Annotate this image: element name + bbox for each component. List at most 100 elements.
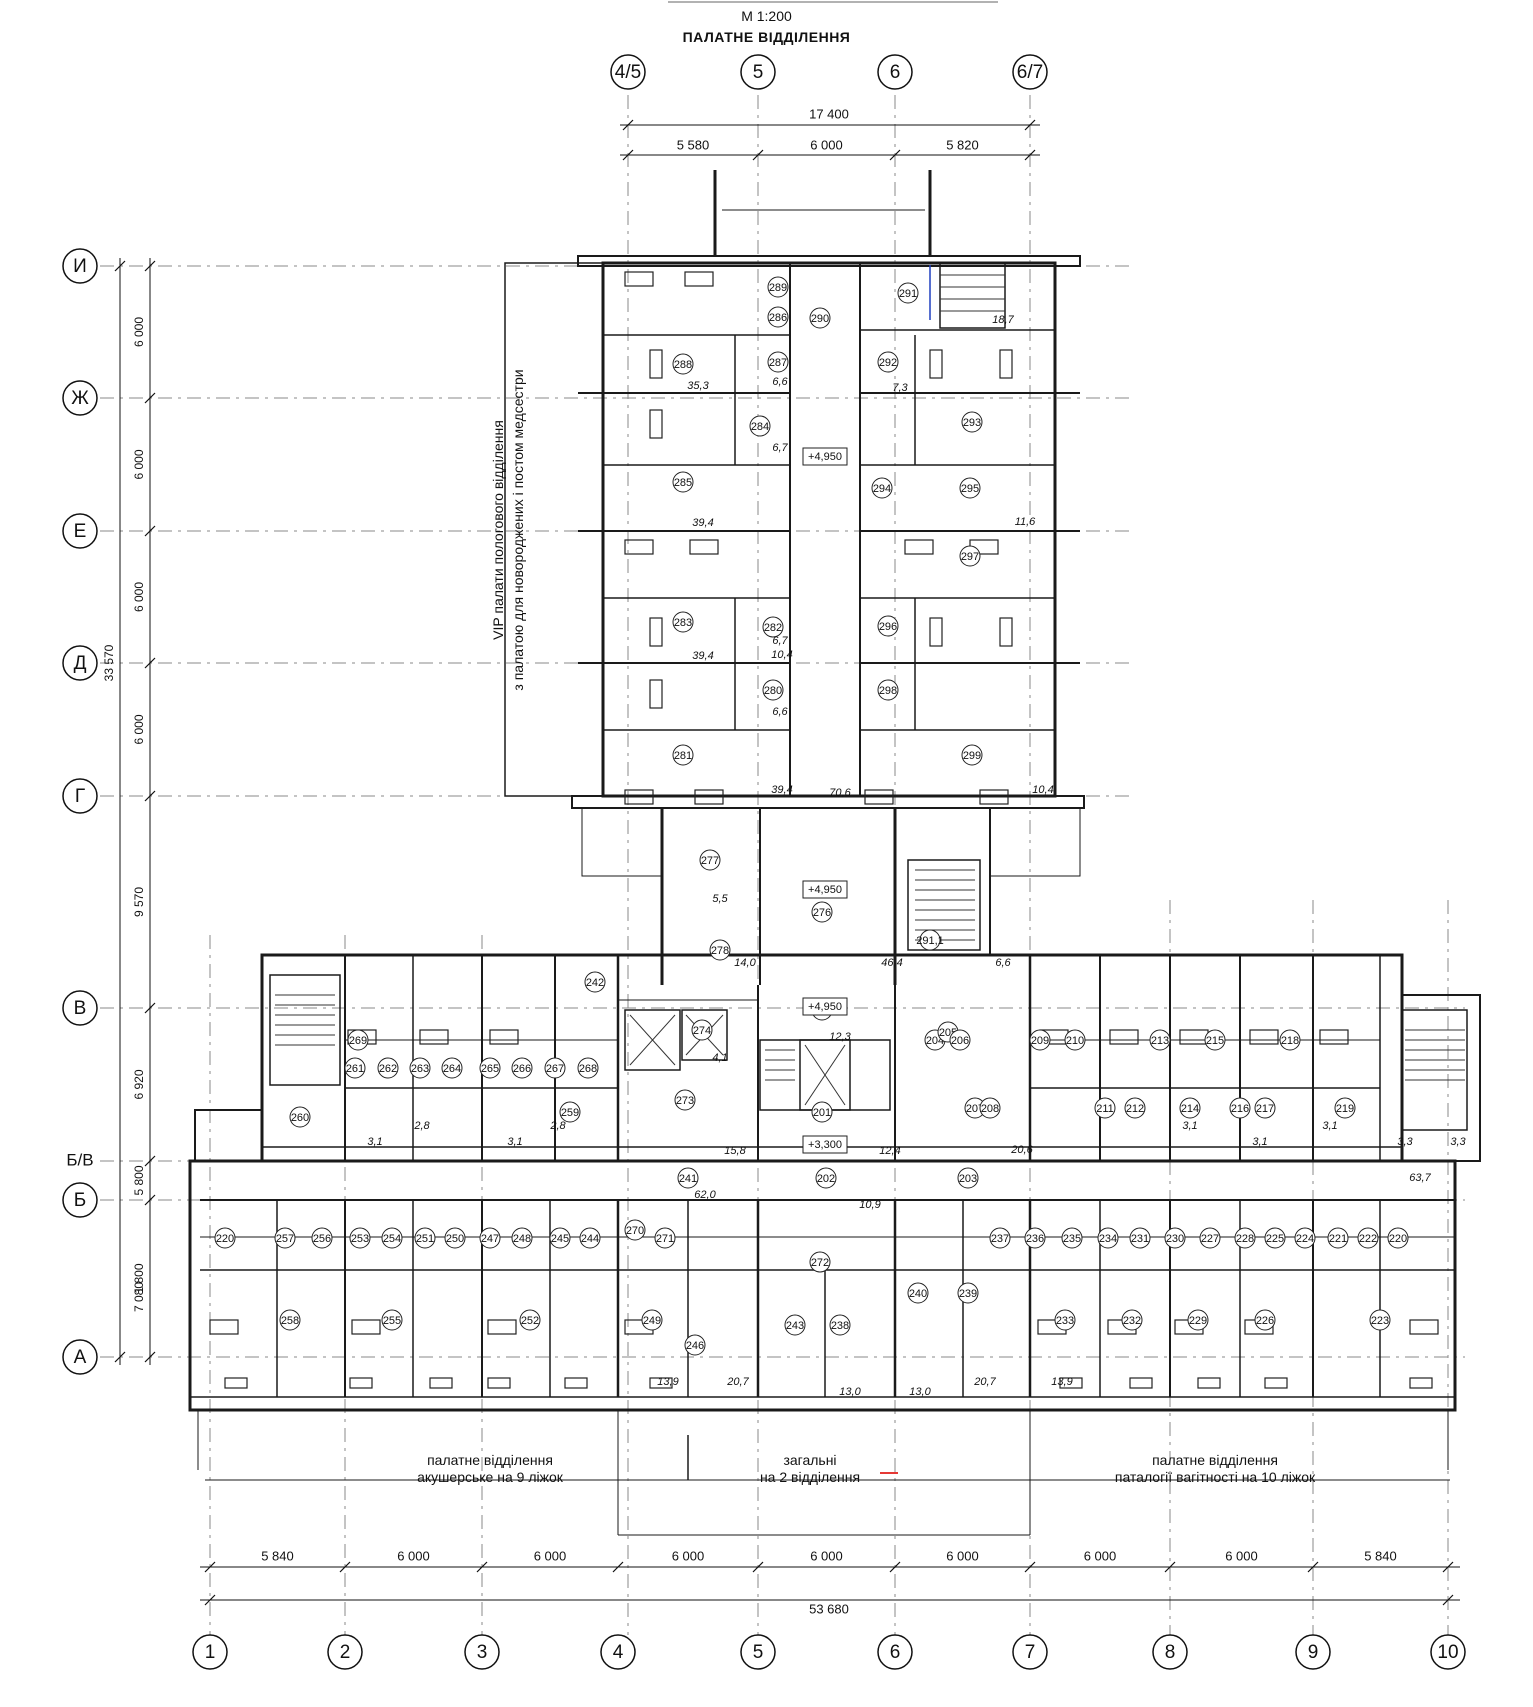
dim-part-bottom: 6 000 xyxy=(810,1548,843,1563)
room-number: 214 xyxy=(1179,1097,1201,1119)
dim-part-bottom: 6 000 xyxy=(1084,1548,1117,1563)
room-number-circle xyxy=(767,306,789,328)
room-number-circle xyxy=(784,1314,806,1336)
room-number-circle xyxy=(762,679,784,701)
axis-bubble-6-circle xyxy=(877,1634,913,1670)
dim-part-left: 6 000 xyxy=(132,714,146,744)
room-area: 39,4 xyxy=(692,517,713,529)
room-number-label: 277 xyxy=(701,855,719,867)
room-number: 240 xyxy=(907,1282,929,1304)
room-number-label: 257 xyxy=(276,1233,294,1245)
room-number: 220 xyxy=(1387,1227,1409,1249)
axis-bubble-7-label: 7 xyxy=(1025,1642,1036,1663)
bed-icon xyxy=(349,1377,373,1389)
room-number: 243 xyxy=(784,1314,806,1336)
bed-icon xyxy=(999,349,1013,379)
room-number-label: 227 xyxy=(1201,1233,1219,1245)
room-number: 278 xyxy=(709,939,731,961)
axis-bubble-Б: Б xyxy=(62,1182,98,1218)
dimension-tick xyxy=(114,260,126,272)
room-number: 213 xyxy=(1149,1029,1171,1051)
room-number-label: 221 xyxy=(1329,1233,1347,1245)
axis-bubble-label: Б/В xyxy=(66,1150,93,1169)
room-number: 298 xyxy=(877,679,899,701)
dimension-tick xyxy=(144,525,156,537)
room-number-circle xyxy=(1334,1097,1356,1119)
room-number-label: 228 xyxy=(1236,1233,1254,1245)
building-walls xyxy=(188,170,1481,1536)
room-number: 237 xyxy=(989,1227,1011,1249)
room-number-label: 215 xyxy=(1206,1035,1224,1047)
level-box xyxy=(802,997,848,1016)
axis-bubble-4-5-circle xyxy=(610,54,646,90)
room-number: 274 xyxy=(691,1019,713,1041)
room-number-circle xyxy=(959,545,981,567)
room-area: 63,7 xyxy=(1409,1172,1431,1184)
room-number-circle xyxy=(691,1019,713,1041)
bed-icon xyxy=(209,1319,239,1335)
caption-pathology-line2: паталогії вагітності на 10 ліжок xyxy=(1114,1469,1316,1485)
room-number-circle xyxy=(672,611,694,633)
room-number: 256 xyxy=(311,1227,333,1249)
room-number: 236 xyxy=(1024,1227,1046,1249)
level-mark: +4,950 xyxy=(802,997,848,1016)
room-number-label: 245 xyxy=(551,1233,569,1245)
bed-icon xyxy=(904,539,934,555)
room-number: 295 xyxy=(959,477,981,499)
dimension-tick xyxy=(1307,1561,1319,1573)
bed-icon xyxy=(1197,1377,1221,1389)
axis-bubble-2: 2 xyxy=(327,1634,363,1670)
room-number: 239 xyxy=(957,1282,979,1304)
axis-bubble-4-5-label: 4/5 xyxy=(615,62,641,83)
axis-bubble-В-label: В xyxy=(74,998,87,1019)
room-number-circle xyxy=(289,1106,311,1128)
lift-shafts xyxy=(629,1014,846,1106)
room-number: 216 xyxy=(1229,1097,1251,1119)
room-number-label: 250 xyxy=(446,1233,464,1245)
room-number: 218 xyxy=(1279,1029,1301,1051)
room-number-label: 240 xyxy=(909,1288,927,1300)
room-number-circle xyxy=(749,415,771,437)
axis-bubble-6: 6 xyxy=(877,54,913,90)
room-number: 282 xyxy=(762,616,784,638)
dimension-tick xyxy=(612,1561,624,1573)
room-number-label: 255 xyxy=(383,1315,401,1327)
axis-bubble-Д: Д xyxy=(62,645,98,681)
room-number-label: 291 xyxy=(899,288,917,300)
room-number-circle xyxy=(957,1282,979,1304)
bed-icon xyxy=(1059,1377,1083,1389)
room-number: 252 xyxy=(519,1309,541,1331)
room-number-label: 241 xyxy=(679,1173,697,1185)
dimension-tick xyxy=(889,1561,901,1573)
room-number-label: 281 xyxy=(674,750,692,762)
room-number: 226 xyxy=(1254,1309,1276,1331)
room-number-label: 237 xyxy=(991,1233,1009,1245)
room-area: 35,3 xyxy=(687,380,709,392)
room-number: 230 xyxy=(1164,1227,1186,1249)
room-number: 269 xyxy=(347,1029,369,1051)
room-number: 210 xyxy=(1064,1029,1086,1051)
room-number-label: 273 xyxy=(676,1095,694,1107)
room-number-label: 297 xyxy=(961,551,979,563)
room-number: 250 xyxy=(444,1227,466,1249)
room-number-label: 295 xyxy=(961,483,979,495)
bed-icon xyxy=(489,1029,519,1045)
room-number-circle xyxy=(877,351,899,373)
room-number: 233 xyxy=(1054,1309,1076,1331)
room-number: 220 xyxy=(214,1227,236,1249)
room-number: 244 xyxy=(579,1227,601,1249)
axis-bubble-Б-label: Б xyxy=(74,1190,86,1211)
dimension-tick xyxy=(1442,1561,1454,1573)
room-area: 7,3 xyxy=(892,382,908,394)
room-number-label: 233 xyxy=(1056,1315,1074,1327)
room-area: 3,3 xyxy=(1450,1136,1466,1148)
room-number-circle xyxy=(1229,1097,1251,1119)
room-number: 284 xyxy=(749,415,771,437)
room-number-label: 212 xyxy=(1126,1103,1144,1115)
room-number-label: 282 xyxy=(764,622,782,634)
room-number-circle xyxy=(961,411,983,433)
room-number: 225 xyxy=(1264,1227,1286,1249)
room-number-circle xyxy=(979,1097,1001,1119)
